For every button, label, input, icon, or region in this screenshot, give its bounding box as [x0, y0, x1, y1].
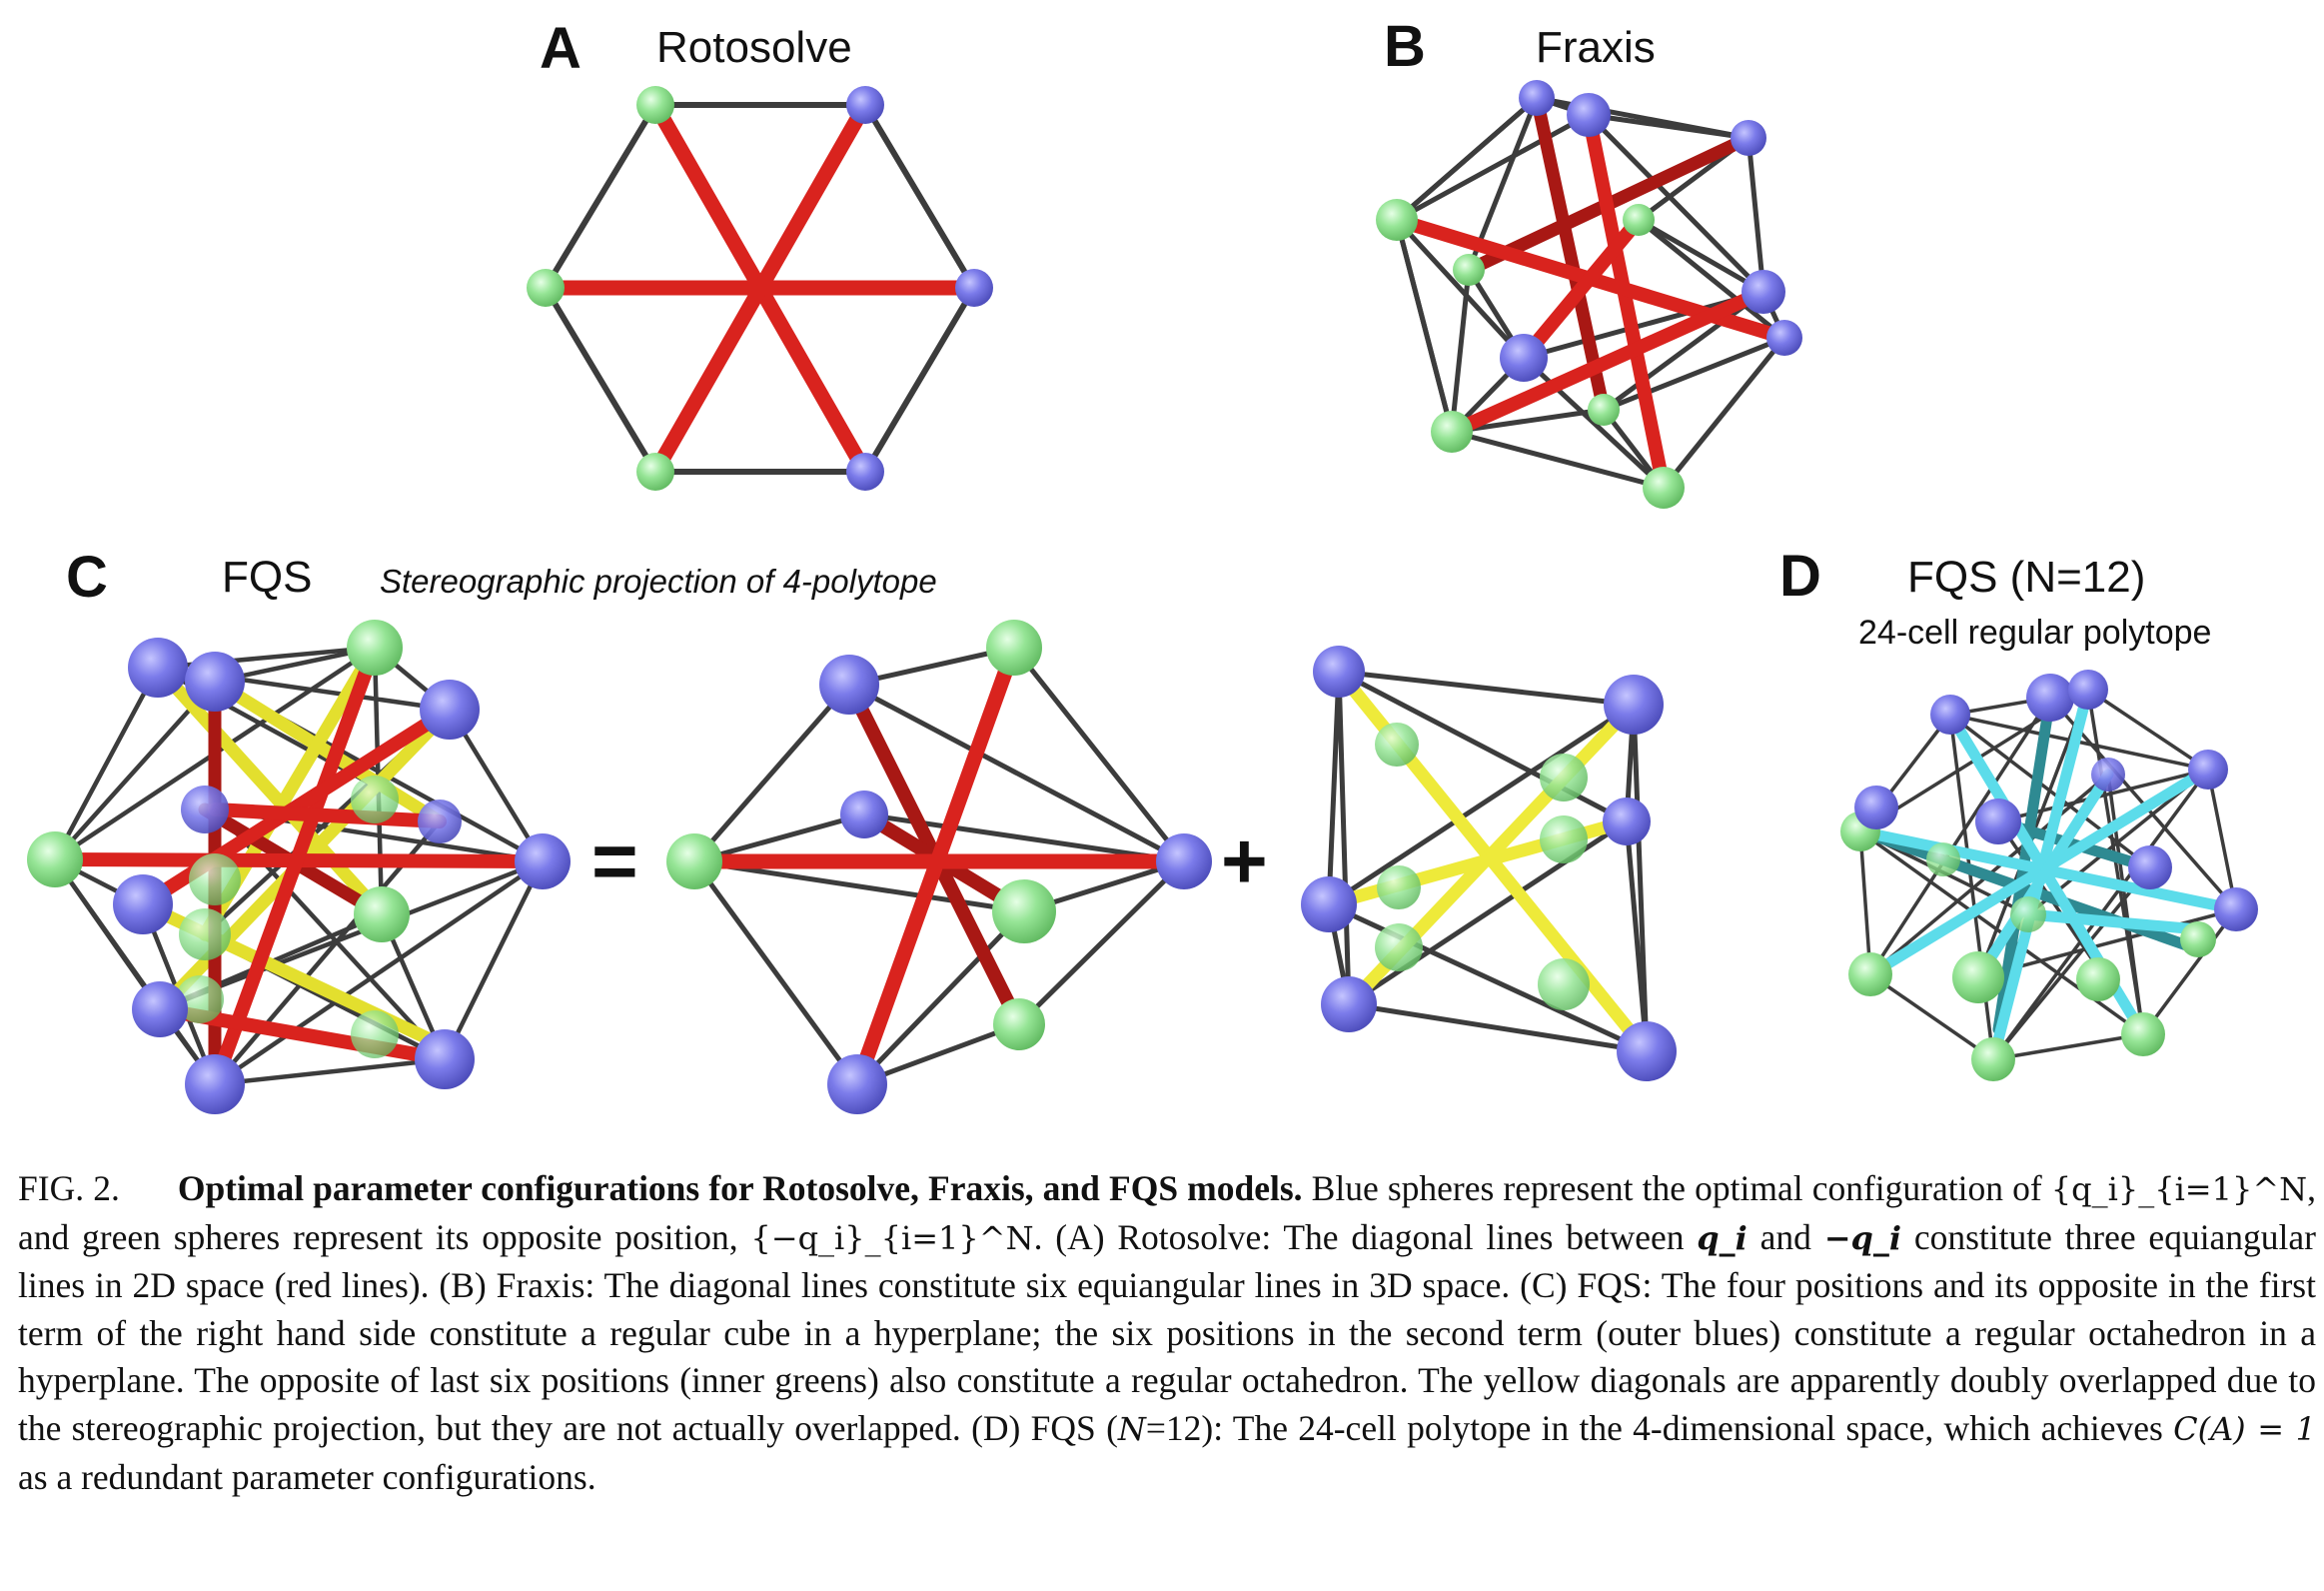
figure-graphics [27, 80, 2258, 1114]
panel-a-hexagon-diagram [527, 86, 993, 491]
caption-text-5: constitute three equiangular lines in 2D… [18, 1216, 2316, 1448]
panel-b-icosahedron-diagram [1376, 80, 1802, 509]
panel-d-24-cell-diagram [1840, 670, 2258, 1081]
equals-sign: = [591, 816, 638, 905]
caption-text-7: as a redundant parameter configurations. [18, 1456, 596, 1497]
plus-sign: + [1221, 816, 1268, 905]
panel-a-title: Rotosolve [656, 23, 852, 72]
panel-c-full-projection-diagram [27, 620, 571, 1114]
caption-math-q: q_i [1697, 1218, 1747, 1257]
panel-d-title: FQS (N=12) [1907, 553, 2146, 602]
caption-math-neg-q: −q_i [1823, 1218, 1902, 1257]
caption-text-1: Blue spheres represent the optimal confi… [1302, 1168, 2051, 1208]
panel-c-title: FQS [222, 553, 313, 602]
caption-text-3: . (A) Rotosolve: The diagonal lines betw… [1033, 1216, 1698, 1257]
caption-text-6: =12): The 24-cell polytope in the 4-dime… [1145, 1407, 2174, 1448]
caption-text-2: , and green spheres represent its opposi… [18, 1168, 2317, 1257]
figure-caption: FIG. 2. Optimal parameter configurations … [18, 1165, 2316, 1501]
caption-math-n: N [1117, 1409, 1146, 1448]
panel-c-octahedron-term-diagram [1301, 646, 1677, 1081]
panel-b-letter: B [1384, 14, 1426, 79]
caption-text-4: and [1746, 1216, 1824, 1257]
caption-bold-title: Optimal parameter configurations for Rot… [177, 1168, 1303, 1208]
panel-c-subtitle: Stereographic projection of 4-polytope [380, 563, 937, 600]
panel-d-letter: D [1779, 544, 1821, 609]
caption-math-set-q: {q_i}_{i=1}^N [2050, 1170, 2308, 1208]
caption-math-ca: C(A) = 1 [2173, 1409, 2316, 1448]
caption-fig-label: FIG. 2. [18, 1168, 120, 1208]
panel-b-title: Fraxis [1536, 23, 1656, 72]
caption-math-set-neg-q: {−q_i}_{i=1}^N [750, 1218, 1034, 1257]
panel-c-cube-term-diagram [666, 620, 1212, 1114]
panel-c-letter: C [66, 545, 108, 610]
panel-a-letter: A [540, 16, 581, 81]
panel-d-subtitle: 24-cell regular polytope [1858, 614, 2212, 652]
